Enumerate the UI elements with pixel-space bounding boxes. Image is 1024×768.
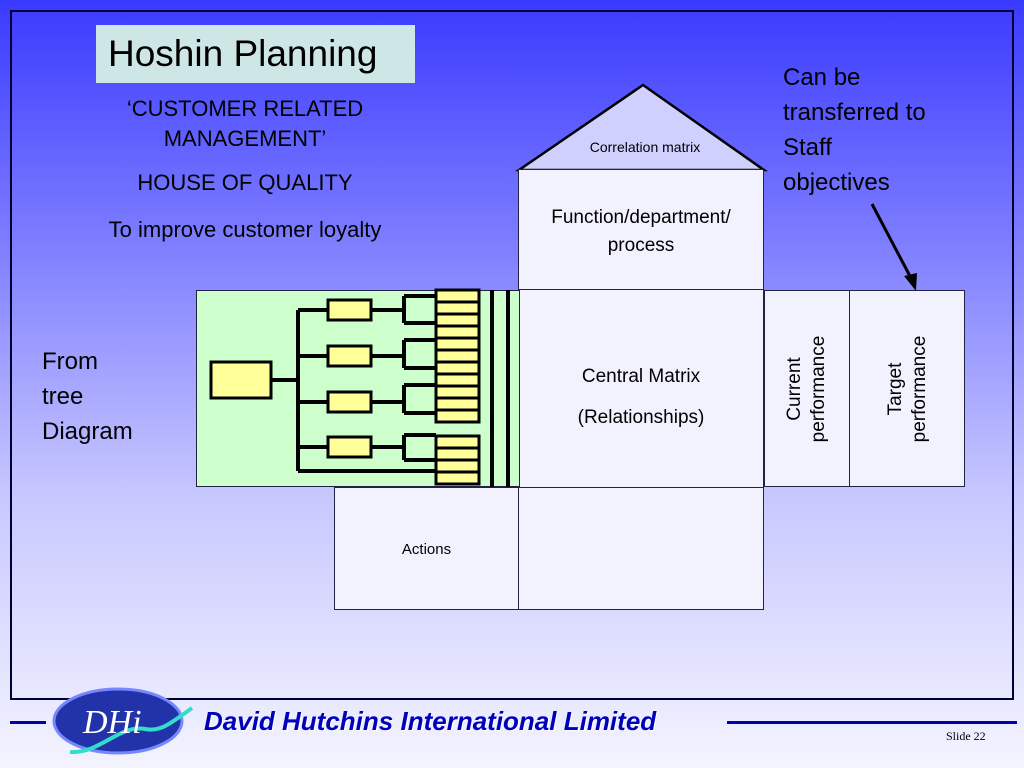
tree-branch-box: [326, 390, 373, 414]
central-matrix-cell: Central Matrix (Relationships): [518, 289, 764, 488]
function-line-1: Function/department/: [551, 207, 731, 228]
left-note: From tree Diagram: [42, 344, 192, 449]
target-performance-cell: Target performance: [849, 290, 965, 487]
right-note-line-2: transferred to: [783, 99, 926, 126]
footer-rule-right: [727, 721, 1017, 724]
left-note-line-3: Diagram: [42, 418, 133, 445]
arrow-head: [904, 273, 917, 291]
current-performance-cell: Current performance: [764, 290, 850, 487]
right-note: Can be transferred to Staff objectives: [783, 60, 983, 200]
arrow-shaft: [870, 203, 914, 281]
central-line-1: Central Matrix: [581, 366, 701, 387]
tree-branch-box: [326, 344, 373, 368]
right-note-line-1: Can be: [783, 64, 861, 91]
tree-leaf-box: [434, 458, 481, 474]
tree-leaf-box: [434, 446, 481, 462]
left-note-line-1: From: [42, 348, 98, 375]
actions-cell: Actions: [334, 487, 519, 610]
logo-swoosh: [69, 706, 194, 755]
subtitle: ‘CUSTOMER RELATED MANAGEMENT’: [80, 94, 410, 154]
tree-leaf-box: [434, 372, 481, 388]
right-note-line-4: objectives: [783, 169, 890, 196]
tree-root-box: [209, 360, 273, 400]
tree-leaf-box: [434, 348, 481, 364]
tree-branch-box: [326, 435, 373, 459]
tree-leaf-box: [434, 408, 481, 424]
correlation-matrix-label: Correlation matrix: [589, 139, 701, 155]
left-note-line-2: tree: [42, 383, 84, 410]
tree-leaf-box: [434, 312, 481, 328]
actions-label: Actions: [401, 541, 452, 558]
tree-leaf-box: [434, 336, 481, 352]
slide-frame: [10, 10, 1014, 700]
tree-leaf-box: [434, 324, 481, 340]
right-note-line-3: Staff: [783, 134, 832, 161]
tree-branch-box: [326, 298, 373, 322]
tree-leaf-box: [434, 384, 481, 400]
logo-ellipse: [52, 687, 184, 755]
central-line-2: (Relationships): [577, 407, 705, 428]
slide-number: Slide 22: [946, 729, 986, 743]
goal-text: To improve customer loyalty: [108, 217, 382, 242]
house-of-quality-label: HOUSE OF QUALITY: [137, 170, 353, 195]
subtitle-line-1: ‘CUSTOMER RELATED: [126, 96, 364, 121]
logo-text: DHi: [82, 704, 142, 741]
function-line-2: process: [607, 235, 675, 256]
company-logo: DHi: [52, 687, 194, 755]
tree-leaf-box: [434, 434, 481, 450]
bottom-right-cell: [518, 487, 764, 610]
tree-leaf-box: [434, 288, 481, 304]
company-name: David Hutchins International Limited: [204, 706, 657, 736]
tree-leaf-box: [434, 470, 481, 486]
tree-leaf-box: [434, 360, 481, 376]
subtitle-line-2: MANAGEMENT’: [163, 126, 327, 151]
tree-leaf-box: [434, 396, 481, 412]
function-department-cell: Function/department/ process: [518, 169, 764, 290]
tree-leaf-box: [434, 300, 481, 316]
slide-title: Hoshin Planning: [96, 25, 415, 83]
footer-rule-left: [10, 721, 46, 724]
